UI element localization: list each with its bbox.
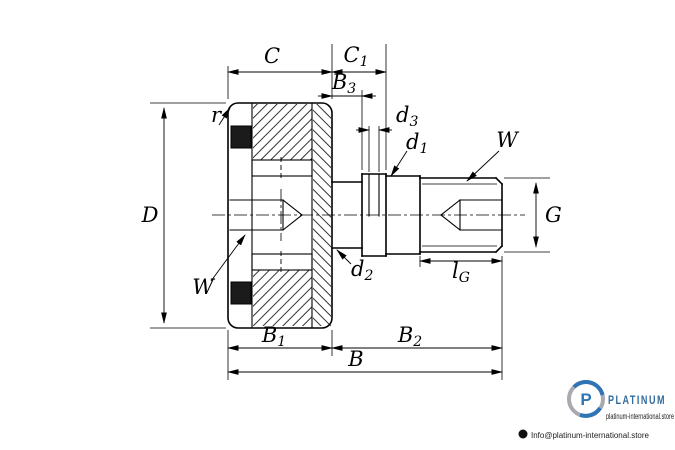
dim-label-d2: d2: [351, 257, 373, 284]
email-text: Info@platinum-international.store: [531, 431, 650, 440]
dim-label-c: C: [264, 44, 280, 68]
dim-label-b2: B2: [397, 323, 422, 350]
leader-r: [218, 107, 231, 126]
dim-label-b3: B3: [331, 70, 356, 97]
seal-top: [230, 125, 252, 149]
center-lines: [212, 189, 525, 241]
hex-socket-left: [229, 199, 303, 231]
leader-w-left: [210, 234, 246, 282]
brand-name: PLATINUM: [608, 393, 666, 407]
dim-label-w-top: W: [496, 128, 520, 152]
logo-letter: P: [580, 390, 591, 409]
outer-ring-hatch-bottom: [253, 270, 312, 326]
dim-label-lg: lG: [452, 259, 470, 286]
dim-label-b: B: [347, 347, 363, 371]
dim-label-c1: C1: [344, 43, 369, 70]
needle-roller-bottom: [251, 253, 313, 271]
leader-d2: [336, 249, 352, 265]
leader-d1: [390, 150, 408, 177]
dim-label-d3: d3: [396, 103, 418, 130]
needle-roller-top: [251, 159, 313, 177]
site-url: platinum-international.store: [606, 412, 674, 421]
dimension-annotations: C C1 B3 d3 d1 W r D W d2 G lG B1 B2 B: [141, 43, 562, 380]
platinum-logo-icon: P: [567, 380, 605, 418]
dim-label-b1: B1: [261, 323, 286, 350]
watermark: P PLATINUM platinum-international.store …: [518, 380, 674, 440]
seal-bottom: [230, 281, 252, 305]
outer-ring-hatch-top: [253, 104, 312, 160]
lube-hole: [368, 173, 380, 217]
dim-label-d1: d1: [406, 130, 428, 157]
dim-label-g: G: [545, 203, 562, 227]
bearing-part: [227, 102, 504, 329]
email-bullet-icon: [518, 429, 528, 439]
dim-label-d: D: [141, 203, 159, 227]
leader-w-top: [466, 150, 500, 182]
dim-label-r: r: [211, 103, 223, 127]
dim-label-w-left: W: [192, 275, 216, 299]
outer-ring-profile: [227, 102, 333, 329]
